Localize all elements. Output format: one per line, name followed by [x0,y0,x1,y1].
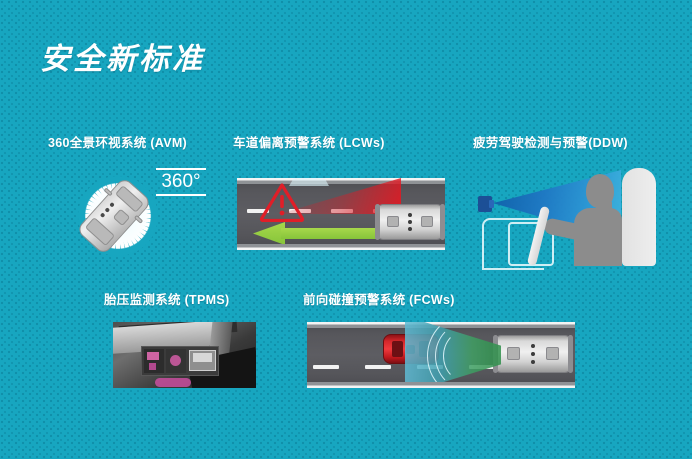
lcws-top-down-car-icon [375,204,445,240]
degree-rule-bottom [156,194,206,196]
radar-cone-icon [405,322,501,388]
car-roof-dot-1 [408,213,412,217]
avm-illustration: 360° [58,160,208,272]
lcws-road-scene [237,178,445,250]
radar-arc-3 [427,322,509,388]
camera-lens-icon [489,200,494,208]
car-roof-dot-1 [531,344,535,348]
car-bumper-rear [568,335,573,373]
degree-label: 360° [161,171,201,192]
car-window-left [387,216,399,227]
caption-fcws: 前向碰撞预警系统 (FCWs) [303,293,455,307]
ddw-illustration [478,160,658,270]
burst-ray [116,216,120,268]
caption-avm: 360全景环视系统 (AVM) [48,136,188,150]
fcws-road-scene [307,322,575,388]
avm-degree-badge: 360° [156,168,206,196]
camera-icon [478,196,492,212]
caption-ddw: 疲劳驾驶检测与预警(DDW) [473,136,628,150]
warning-triangle-icon [259,182,305,223]
car-roof-dot-3 [531,360,535,364]
dashboard-outline [482,218,544,270]
lane-dash [247,209,269,213]
lane-dash [313,365,339,369]
car-bumper-front [375,204,380,240]
caption-lcws: 车道偏离预警系统 (LCWs) [233,136,385,150]
lcws-white-glow [289,178,329,186]
car-window-right [546,347,559,360]
car-roof-dot-3 [408,227,412,231]
console-gauge-readout [193,353,212,362]
lane-departure-arrow-icon [253,222,403,245]
lane-dash [365,365,391,369]
seat-shape [622,168,656,266]
tpms-dashboard-photo [113,322,256,388]
caption-tpms: 胎压监测系统 (TPMS) [104,293,230,307]
car-roof-dot-2 [531,352,535,356]
console-badge [155,378,191,387]
degree-rule-top [156,168,206,170]
indicator-magenta-1 [147,352,159,360]
arrow-shaft [281,228,403,239]
car-window-right [421,216,433,227]
indicator-magenta-3 [170,355,181,366]
car-roof-dot-2 [408,220,412,224]
car-bumper-rear [440,204,445,240]
indicator-magenta-2 [149,363,156,370]
driver-head [586,174,614,208]
lead-car-window-front [392,341,403,357]
page-title: 安全新标准 [40,43,205,76]
